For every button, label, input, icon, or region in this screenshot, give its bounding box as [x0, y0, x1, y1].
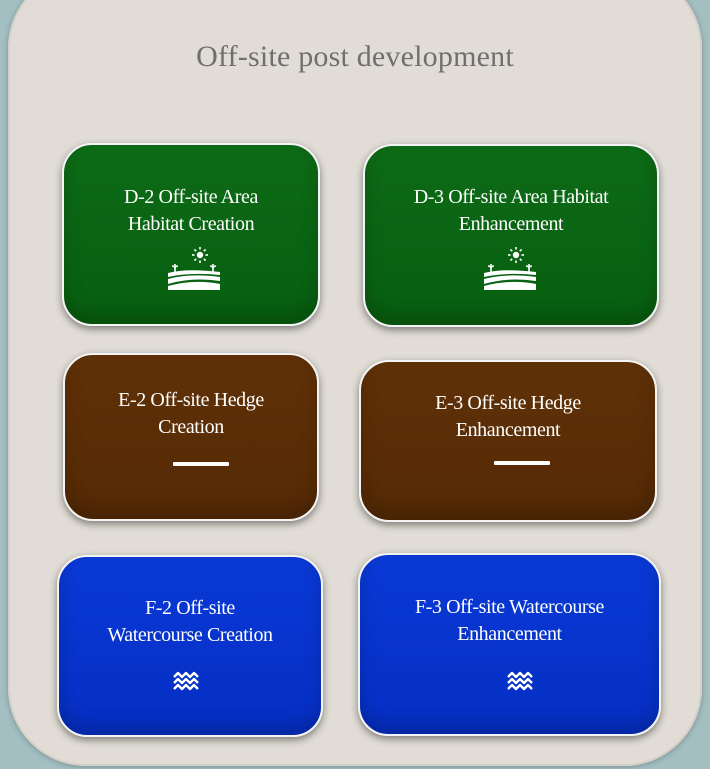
- card-label: D-2 Off-site Area Habitat Creation: [124, 186, 258, 235]
- card-label: F-2 Off-site Watercourse Creation: [107, 597, 273, 646]
- card-e3-hedge-enhancement[interactable]: E-3 Off-site Hedge Enhancement: [359, 360, 657, 522]
- card-label: E-2 Off-site Hedge Creation: [118, 389, 264, 438]
- card-d2-habitat-creation[interactable]: D-2 Off-site Area Habitat Creation: [62, 143, 320, 326]
- card-f3-watercourse-enhancement[interactable]: F-3 Off-site Watercourse Enhancement: [358, 553, 661, 736]
- hedge-line-icon: [494, 461, 550, 465]
- panel-title: Off-site post development: [196, 40, 514, 73]
- card-label: F-3 Off-site Watercourse Enhancement: [414, 596, 605, 645]
- card-label: E-3 Off-site Hedge Enhancement: [435, 392, 581, 441]
- card-e2-hedge-creation[interactable]: E-2 Off-site Hedge Creation: [63, 353, 319, 521]
- water-waves-icon: [507, 671, 533, 691]
- landscape-icon: [484, 247, 536, 290]
- water-waves-icon: [173, 671, 199, 691]
- card-label: D-3 Off-site Area Habitat Enhancement: [413, 186, 609, 235]
- card-d3-habitat-enhancement[interactable]: D-3 Off-site Area Habitat Enhancement: [363, 144, 659, 327]
- card-f2-watercourse-creation[interactable]: F-2 Off-site Watercourse Creation: [57, 555, 323, 737]
- hedge-line-icon: [173, 462, 229, 466]
- landscape-icon: [168, 247, 220, 290]
